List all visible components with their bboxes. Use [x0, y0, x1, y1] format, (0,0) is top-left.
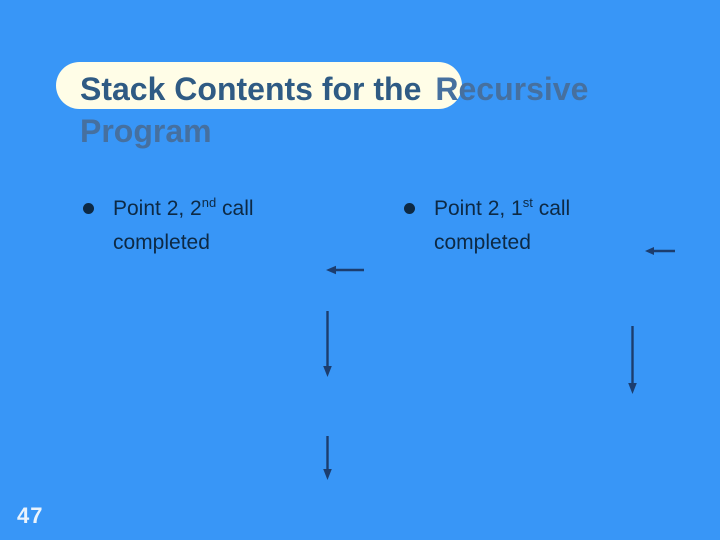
bullet-item-left: Point 2, 2nd call completed [83, 192, 254, 260]
bullet-left-suffix: call [216, 197, 254, 220]
down-arrow-icon [626, 326, 639, 394]
bullet-item-right: Point 2, 1st call completed [404, 192, 570, 260]
bullet-right-prefix: Point 2, 1 [434, 197, 523, 220]
bullet-left-prefix: Point 2, 2 [113, 197, 202, 220]
bullet-right-suffix: call [532, 197, 571, 220]
bullet-right-line2: completed [434, 231, 531, 254]
title-rest-text: Recursive [435, 71, 589, 107]
bullet-left-line1: Point 2, 2nd call [113, 192, 254, 226]
slide-title-line1: Stack Contents for the Recursive [80, 70, 588, 108]
bullet-text-right: Point 2, 1st call completed [434, 192, 570, 260]
bullet-icon [83, 203, 94, 214]
title-highlighted-text: Stack Contents for the [80, 71, 422, 107]
bullet-left-ordinal: nd [201, 195, 217, 210]
page-number: 47 [17, 503, 44, 528]
bullet-left-line2: completed [113, 231, 210, 254]
slide-title-line2: Program [80, 113, 212, 149]
bullet-right-ordinal: st [522, 195, 533, 210]
bullet-right-line1: Point 2, 1st call [434, 192, 570, 226]
left-arrow-icon [645, 245, 675, 257]
left-arrow-icon [326, 264, 364, 276]
bullet-text-left: Point 2, 2nd call completed [113, 192, 254, 260]
down-arrow-icon [321, 311, 334, 377]
bullet-icon [404, 203, 415, 214]
title-highlight-box [56, 62, 462, 109]
down-arrow-icon [321, 436, 334, 480]
